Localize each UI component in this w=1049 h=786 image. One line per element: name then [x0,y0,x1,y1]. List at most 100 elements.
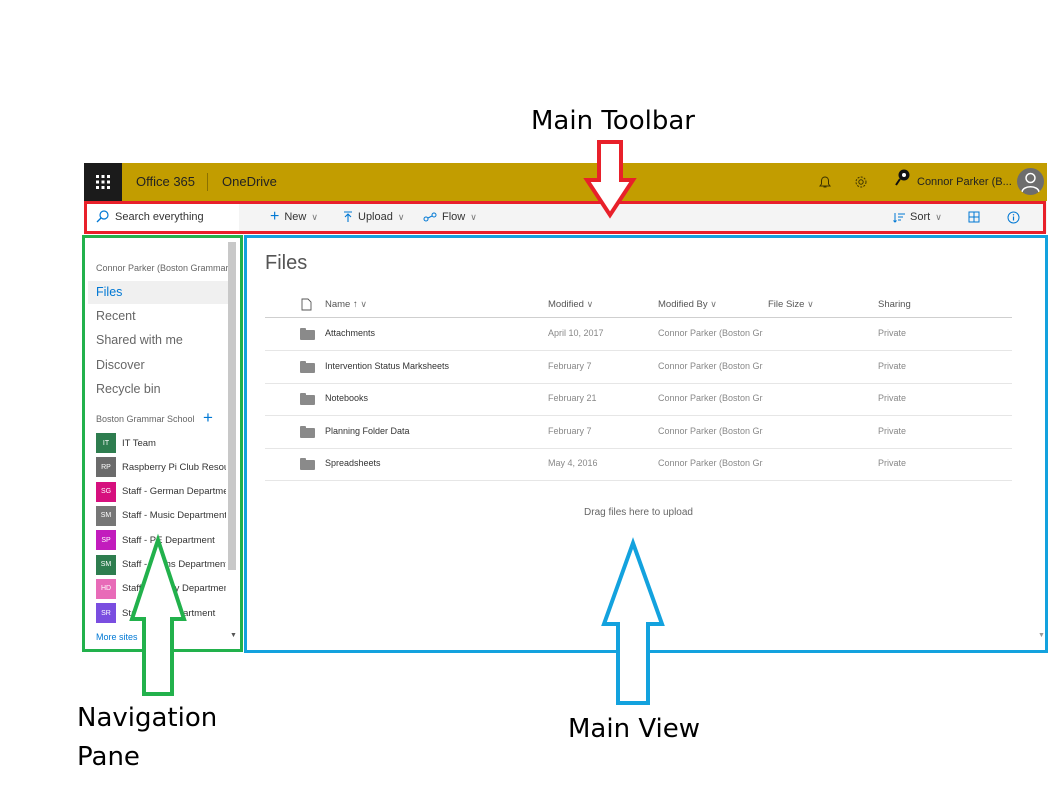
bell-icon [819,175,831,187]
nav-site-item[interactable]: RP Raspberry Pi Club Resources [96,456,226,478]
site-label: Raspberry Pi Club Resources [122,461,226,473]
site-label: Staff - German Department [122,486,226,498]
help-button[interactable] [891,167,913,189]
cell-modified: April 10, 2017 [548,328,604,338]
search-icon [96,210,109,223]
main-toolbar-arrow [583,140,637,219]
column-header-sharing[interactable]: Sharing [878,299,911,310]
nav-link-files[interactable]: Files [96,285,123,299]
chevron-down-icon: ∨ [807,299,814,309]
row-divider [265,480,1012,481]
sort-button[interactable]: Sort ∨ [893,201,942,233]
column-header-name[interactable]: Name ↑ ∨ [325,299,367,310]
user-name[interactable]: Connor Parker (B... [917,176,1012,188]
cell-modified-by: Connor Parker (Boston Grammar School) [658,328,763,338]
person-icon [1021,172,1040,193]
chevron-down-icon: ∨ [360,299,367,309]
cell-name[interactable]: Notebooks [325,393,369,403]
cell-sharing: Private [878,426,907,436]
sort-ascending-icon: ↑ [352,299,358,310]
column-modified-by-label: Modified By [658,299,708,310]
plus-icon: + [270,208,280,225]
site-tile-icon: IT [96,433,116,453]
nav-link-recycle-bin[interactable]: Recycle bin [96,382,161,396]
suite-divider [207,173,208,191]
row-divider [265,350,1012,351]
header-divider [265,317,1012,318]
search-box[interactable]: Search everything [87,203,239,231]
nav-scrollbar[interactable] [228,242,236,570]
onedrive-app-link[interactable]: OneDrive [222,174,277,189]
flow-label: Flow [442,211,466,223]
info-icon [1007,211,1020,223]
flow-button[interactable]: Flow ∨ [423,201,477,233]
settings-button[interactable] [850,171,872,193]
folder-icon [300,361,315,373]
view-switcher-button[interactable] [968,201,980,233]
site-label: Staff - PE Department [122,534,215,546]
cell-name[interactable]: Attachments [325,328,376,338]
column-header-file-size[interactable]: File Size ∨ [768,299,814,310]
waffle-icon [96,175,110,189]
nav-link-recent[interactable]: Recent [96,309,136,323]
office365-brand-link[interactable]: Office 365 [136,174,196,189]
column-modified-label: Modified [548,299,584,310]
sort-label: Sort [910,211,931,223]
column-file-size-label: File Size [768,299,805,310]
column-header-modified-by[interactable]: Modified By ∨ [658,299,717,310]
cell-name[interactable]: Spreadsheets [325,458,381,468]
nav-link-discover[interactable]: Discover [96,358,145,372]
site-tile-icon: SM [96,505,116,526]
column-sharing-label: Sharing [878,299,911,310]
new-button[interactable]: + New ∨ [270,201,318,233]
nav-site-item[interactable]: SP Staff - PE Department [96,529,226,551]
app-launcher-button[interactable] [84,163,122,201]
notifications-button[interactable] [814,171,836,193]
cell-modified: May 4, 2016 [548,458,598,468]
info-pane-button[interactable] [1007,201,1020,233]
cell-sharing: Private [878,361,907,371]
folder-icon [300,426,315,438]
row-divider [265,415,1012,416]
main-toolbar-annotation: Main Toolbar [531,106,695,136]
site-tile-icon: RP [96,457,116,478]
add-site-plus-icon[interactable]: + [203,408,213,427]
site-label: IT Team [122,437,156,449]
folder-icon [300,328,315,340]
main-view-arrow [601,537,665,705]
cell-name[interactable]: Planning Folder Data [325,426,410,436]
new-label: New [284,211,307,223]
upload-arrow-icon [344,211,352,222]
gear-icon [855,176,867,188]
site-tile-icon: SP [96,530,116,551]
pin-icon [895,169,910,186]
cell-modified-by: Connor Parker (Boston Grammar School) [658,361,763,371]
chevron-down-icon: ∨ [470,212,477,222]
nav-site-item[interactable]: IT IT Team [96,432,226,454]
row-divider [265,383,1012,384]
drop-zone-hint: Drag files here to upload [584,507,693,518]
navigation-pane-annotation-line1: Navigation [77,703,218,733]
folder-icon [300,458,315,470]
nav-link-shared[interactable]: Shared with me [96,333,183,347]
site-label: Staff - Maths Department [122,559,226,570]
nav-account-name: Connor Parker (Boston Grammar School) [96,263,228,273]
chevron-down-icon: ∨ [397,212,405,222]
main-scroll-down-icon[interactable]: ▼ [1038,632,1045,639]
cell-sharing: Private [878,458,907,468]
upload-button[interactable]: Upload ∨ [343,201,404,233]
scroll-down-arrow-icon[interactable]: ▼ [230,632,237,639]
search-placeholder: Search everything [115,211,204,223]
column-header-modified[interactable]: Modified ∨ [548,299,593,310]
cell-sharing: Private [878,328,907,338]
flow-icon [423,212,437,222]
chevron-down-icon: ∨ [586,299,594,309]
more-sites-link[interactable]: More sites [96,632,138,642]
avatar[interactable] [1017,168,1044,195]
cell-name[interactable]: Intervention Status Marksheets [325,361,450,371]
grid-view-icon [968,211,980,223]
column-name-label: Name [325,299,351,310]
